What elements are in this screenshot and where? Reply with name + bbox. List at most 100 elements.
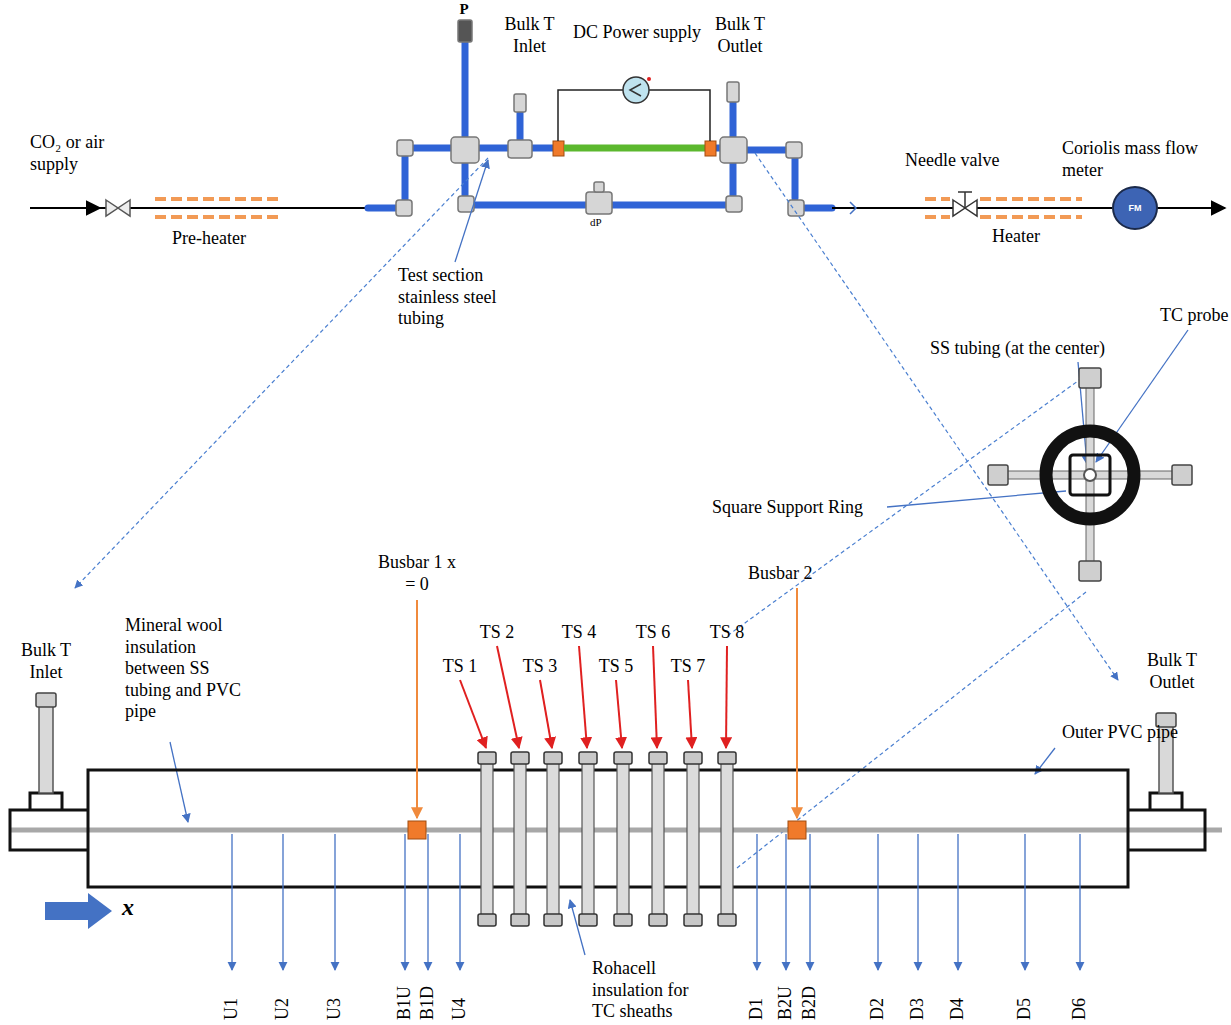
ts-pointer-arrows — [688, 680, 692, 748]
blue-piping — [368, 205, 398, 212]
power-wiring — [558, 77, 710, 141]
tc-sheath-columns — [684, 752, 702, 926]
tc-sheath-columns — [718, 914, 736, 926]
callout-label: Needle valve — [905, 150, 999, 172]
pipe-fittings — [396, 200, 412, 216]
thermocouple-label: D2 — [867, 998, 889, 1020]
test-section-tube — [705, 141, 716, 156]
end-fittings — [1150, 793, 1182, 810]
power-wiring — [630, 84, 641, 96]
projection-lines — [75, 158, 488, 588]
thermocouple-arrows — [809, 834, 810, 970]
tc-sheath-columns — [579, 752, 597, 764]
tc-sheath-columns — [614, 914, 632, 926]
thermocouple-label: D4 — [947, 998, 969, 1020]
thermocouple-arrows — [785, 834, 786, 970]
blue-piping — [462, 42, 469, 136]
pipe-fittings — [786, 142, 802, 158]
callout-label: Pre-heater — [172, 228, 246, 250]
callout-label: TS 6 — [633, 622, 673, 644]
callout-label: TS 5 — [596, 656, 636, 678]
supply-line — [100, 207, 368, 209]
heater-coil — [980, 215, 1082, 219]
blue-piping — [730, 102, 737, 138]
blue-piping — [412, 145, 452, 152]
end-fittings — [10, 693, 1205, 850]
tc-sheath-columns — [687, 760, 699, 920]
callout-label: TS 2 — [477, 622, 517, 644]
callout-label: TS 1 — [440, 656, 480, 678]
thermocouple-arrows — [957, 834, 958, 970]
thermocouple-arrows — [459, 834, 460, 970]
supply-line — [30, 207, 100, 209]
callout-label: TS 8 — [707, 622, 747, 644]
pipe-fittings — [586, 192, 612, 214]
callout-label: Bulk T Outlet — [1130, 650, 1214, 693]
callout-label: Square Support Ring — [712, 497, 863, 519]
callout-label: Bulk T Inlet — [12, 640, 80, 683]
callout-label: TS 3 — [520, 656, 560, 678]
test-section-tube — [553, 141, 716, 156]
pipe-fittings — [594, 182, 604, 192]
node-label: FM — [1129, 203, 1142, 213]
blue-piping — [612, 202, 726, 209]
thermocouple-label: U4 — [449, 998, 471, 1020]
tc-sheath-columns — [649, 914, 667, 926]
ts-pointer-arrows — [726, 646, 727, 748]
x-direction-arrow — [45, 893, 112, 929]
end-fittings — [39, 705, 53, 793]
needle-valve — [958, 192, 972, 208]
test-section-tube — [553, 141, 564, 156]
cross-section — [1070, 455, 1110, 495]
inner-ss-tubing — [10, 828, 1222, 833]
callout-label: TS 4 — [559, 622, 599, 644]
heater-coil — [925, 215, 950, 219]
thermocouple-label: U2 — [272, 998, 294, 1020]
tc-sheath-columns — [547, 760, 559, 920]
thermocouple-label: U3 — [324, 998, 346, 1020]
thermocouple-label: B2U — [775, 986, 797, 1020]
tc-sheath-columns — [718, 752, 736, 764]
thermocouple-arrows — [404, 834, 405, 970]
callout-label: Rohacell insulation for TC sheaths — [592, 958, 704, 1023]
tc-sheath-columns — [684, 914, 702, 926]
heater-coil — [925, 199, 1082, 217]
tc-sheath-columns — [614, 752, 632, 926]
needle-valve — [953, 192, 977, 216]
blue-piping — [802, 205, 832, 212]
callout-label: Outer PVC pipe — [1062, 722, 1178, 744]
ts-pointer-arrows — [653, 646, 657, 748]
tc-sheath-columns — [579, 914, 597, 926]
tc-sheath-columns — [684, 752, 702, 764]
tc-sheath-columns — [617, 760, 629, 920]
thermocouple-arrows — [334, 834, 335, 970]
tc-sheath-columns — [614, 752, 632, 764]
blue-piping — [474, 202, 586, 209]
tc-sheath-columns — [511, 752, 529, 926]
ts-pointer-arrows — [460, 680, 486, 748]
outer-pvc-pipe — [88, 770, 1128, 887]
tc-sheath-columns — [582, 760, 594, 920]
cross-section — [988, 465, 1008, 485]
busbars — [788, 821, 806, 839]
callout-label: DC Power supply — [572, 22, 702, 44]
projection-lines — [737, 592, 1086, 868]
inner-ss-tubing — [10, 830, 1222, 831]
power-wiring — [649, 90, 710, 141]
pipe-fittings — [727, 82, 739, 102]
tc-sheath-columns — [544, 914, 562, 926]
callout-label: dP — [590, 216, 602, 229]
thermocouple-arrows — [282, 834, 283, 970]
cross-section — [1079, 368, 1101, 388]
return-line — [1157, 207, 1225, 209]
cross-section — [1084, 469, 1096, 481]
end-fittings — [30, 793, 62, 810]
thermocouple-arrows — [877, 834, 878, 970]
blue-piping — [532, 145, 553, 152]
thermocouple-label: D3 — [907, 998, 929, 1020]
callout-label: Bulk T Outlet — [700, 14, 780, 57]
tc-sheath-columns — [649, 752, 667, 764]
